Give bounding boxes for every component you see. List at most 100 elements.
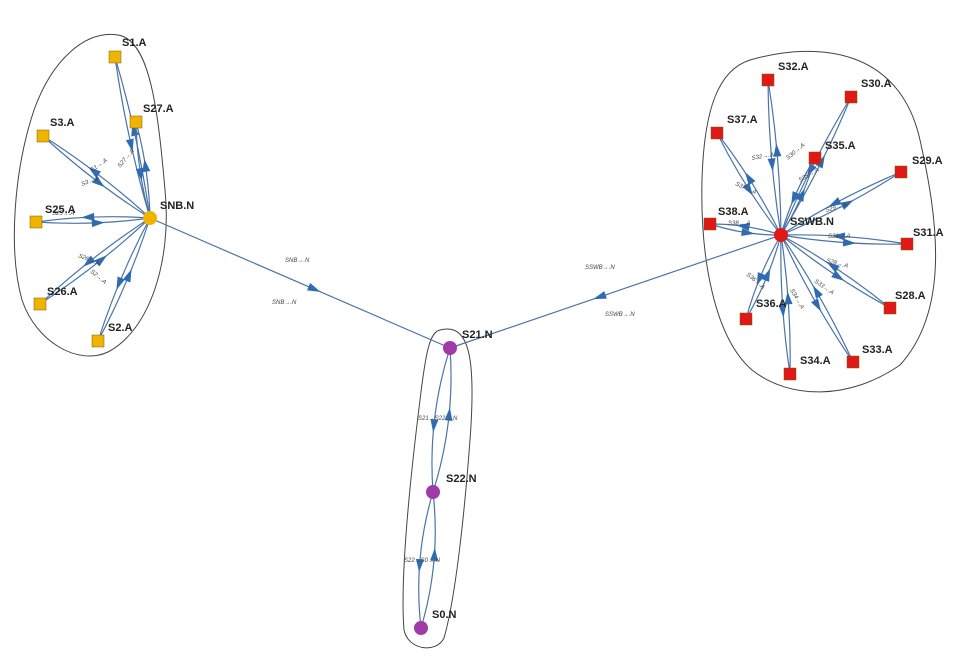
node-label-s26: S26.A xyxy=(47,286,78,298)
cluster-right xyxy=(701,50,936,393)
node-s31 xyxy=(900,237,914,251)
edge-label-right-2: S30→.A xyxy=(785,143,806,162)
node-label-s3: S3.A xyxy=(50,117,75,129)
edge-s22-s21 xyxy=(432,347,452,493)
node-label-s31: S31.A xyxy=(913,227,944,239)
edge-s2-snb-arrowhead xyxy=(122,268,132,283)
node-s36 xyxy=(739,312,753,326)
edge-hub2-s37-arrowhead xyxy=(745,172,756,186)
edge-snb-s27-arrowhead xyxy=(142,158,151,173)
edge-snb-s3-arrowhead xyxy=(88,166,101,178)
node-s32 xyxy=(761,73,775,87)
edge-s28-hub2-arrowhead xyxy=(826,262,840,273)
node-label-s34: S34.A xyxy=(800,355,831,367)
node-s37 xyxy=(710,126,724,140)
node-label-s29: S29.A xyxy=(912,155,943,167)
edge-s1-snb xyxy=(114,56,151,219)
node-s1 xyxy=(108,50,122,64)
edge-snb-s21 xyxy=(149,217,451,349)
edge-hub2-s36-arrowhead xyxy=(756,272,766,286)
node-label-s21: S21.N xyxy=(462,329,493,341)
node-label-s22: S22.N xyxy=(446,473,477,485)
node-label-s32: S32.A xyxy=(778,61,809,73)
edge-hub2-s38-arrowhead xyxy=(736,223,750,231)
edge-s33-hub2-arrowhead xyxy=(812,285,823,299)
node-label-s25: S25.A xyxy=(45,204,76,216)
node-s33 xyxy=(846,355,860,369)
node-label-s33: S33.A xyxy=(862,344,893,356)
edge-s0-s22-arrowhead xyxy=(430,547,439,562)
edge-s25-snb-arrowhead xyxy=(91,219,105,228)
node-s0 xyxy=(414,621,428,635)
node-s35 xyxy=(808,151,822,165)
edge-label-right-8: S28→.A xyxy=(825,258,848,270)
node-s28 xyxy=(883,301,897,315)
edge-label-hub2-s21-b: SSWB→.N xyxy=(605,312,635,318)
edge-s32-hub2-arrowhead xyxy=(767,158,776,172)
edge-snb-s1 xyxy=(114,56,151,219)
edge-s33-hub2 xyxy=(780,234,854,363)
edge-s32-hub2 xyxy=(767,79,782,236)
edge-hub2-s35-arrowhead xyxy=(795,188,805,202)
edge-hub2-s34-arrowhead xyxy=(778,304,787,318)
edge-hub2-s21 xyxy=(449,234,782,349)
node-label-s30: S30.A xyxy=(861,78,892,90)
edge-hub2-s31-arrowhead xyxy=(842,238,857,247)
edge-s1-snb-arrowhead xyxy=(125,138,134,153)
edge-s27-snb-arrowhead xyxy=(135,167,144,182)
edge-label-left-2: S27→.A xyxy=(117,148,136,169)
node-label-s37: S37.A xyxy=(727,114,758,126)
edge-label-right-11: S34→.A xyxy=(788,288,804,310)
edge-label-snb-s21-b: SNB→.N xyxy=(272,300,297,306)
node-snb xyxy=(143,211,157,225)
edge-label-snb-s21-a: SNB→.N xyxy=(285,258,310,264)
node-s2 xyxy=(91,334,105,348)
node-labels-layer: S1.AS27.AS3.ASNB.NS25.AS26.AS2.AS21.NS22… xyxy=(45,37,944,621)
edge-label-right-6: S38→.A xyxy=(728,221,750,227)
node-label-snb: SNB.N xyxy=(160,200,194,212)
edge-s36-hub2-arrowhead xyxy=(761,268,771,282)
cluster-middle xyxy=(402,328,473,649)
node-label-s2: S2.A xyxy=(108,322,133,334)
node-label-s28: S28.A xyxy=(895,290,926,302)
edge-label-left-5: S25→.A xyxy=(52,211,74,217)
edge-label-right-7: S31→.A xyxy=(828,234,850,240)
edges-layer xyxy=(35,56,908,629)
edge-s21-s22 xyxy=(431,347,451,493)
edge-label-left-3: S3→.A xyxy=(81,176,101,188)
edge-s37-hub2-arrowhead xyxy=(742,182,753,196)
edge-hub2-s33 xyxy=(780,234,854,363)
node-label-s38: S38.A xyxy=(718,206,749,218)
edge-label-s21-s22: S21→S22→.N xyxy=(418,416,458,422)
edge-s22-s0-arrowhead xyxy=(415,558,424,573)
node-s34 xyxy=(783,367,797,381)
cluster-left xyxy=(13,33,167,357)
edge-hub2-s21-arrowhead xyxy=(593,291,607,300)
node-label-s36: S36.A xyxy=(756,298,787,310)
edge-label-hub2-s21-a: SSWB→.N xyxy=(585,265,615,271)
edge-s22-s21-arrowhead xyxy=(444,407,453,421)
node-label-s0: S0.N xyxy=(432,609,457,621)
edge-s35-hub2-arrowhead xyxy=(791,191,801,205)
edge-s38-hub2-arrowhead xyxy=(741,228,755,236)
edge-hub2-s32-arrowhead xyxy=(773,143,782,157)
edge-s21-s22-arrowhead xyxy=(430,419,439,433)
node-s38 xyxy=(703,217,717,231)
cluster-outlines xyxy=(13,33,936,649)
edge-hub2-s33-arrowhead xyxy=(811,298,822,312)
node-hub2 xyxy=(774,228,788,242)
node-s3 xyxy=(36,129,50,143)
node-label-s1: S1.A xyxy=(122,37,147,49)
edge-s34-hub2-arrowhead xyxy=(784,291,793,305)
edge-label-s22-s0: S22→S0→.N xyxy=(404,558,441,564)
edge-s29-hub2-arrowhead xyxy=(828,197,842,207)
edge-hub2-s32 xyxy=(767,79,782,236)
node-s26 xyxy=(33,297,47,311)
edge-s31-hub2-arrowhead xyxy=(831,232,846,241)
edge-hub2-s29-arrowhead xyxy=(840,200,854,210)
edge-snb-s2-arrowhead xyxy=(116,276,126,291)
edge-snb-s25-arrowhead xyxy=(81,212,95,221)
edge-label-right-5: S29→.A xyxy=(825,202,848,214)
edge-label-left-6: S2→.A xyxy=(89,269,107,286)
node-s30 xyxy=(844,90,858,104)
